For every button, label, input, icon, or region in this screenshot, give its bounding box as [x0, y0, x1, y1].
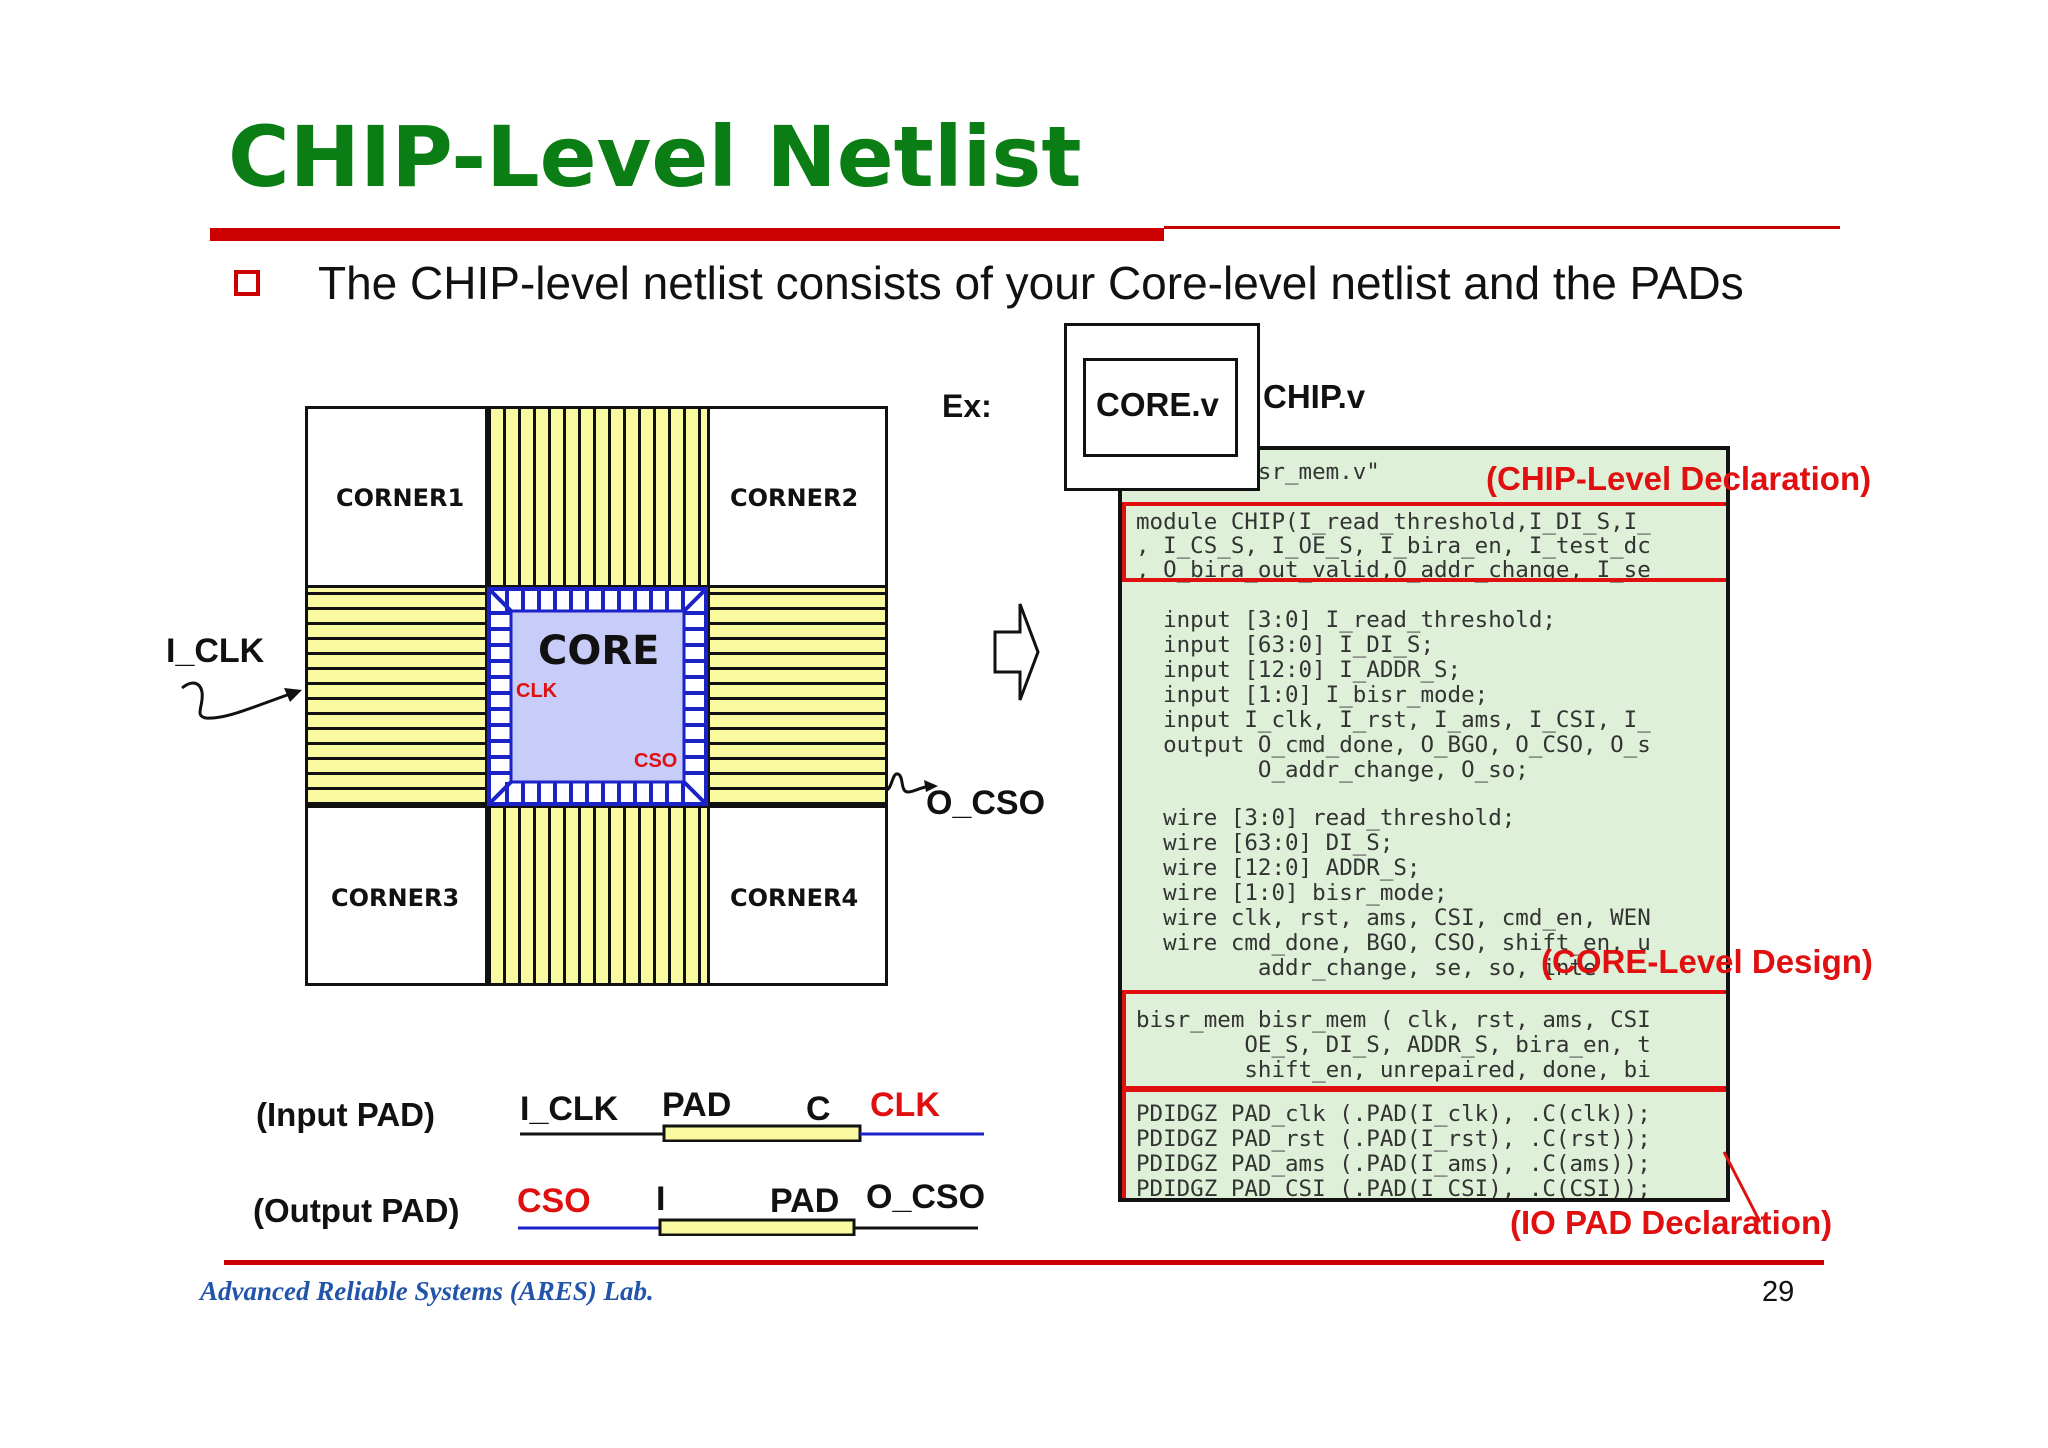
code-line: O_addr_change, O_so;: [1136, 757, 1529, 783]
core-v-label: CORE.v: [1096, 386, 1219, 423]
input-pad-in: I_CLK: [520, 1090, 619, 1128]
corner1-cell: [305, 406, 488, 588]
chip-decl-label: (CHIP-Level Declaration): [1486, 460, 1872, 497]
io-pad-highlight: [1122, 1088, 1726, 1198]
input-pad-name: PAD: [662, 1086, 732, 1124]
i-clk-label: I_CLK: [166, 632, 265, 670]
core-clk-label: CLK: [516, 680, 558, 702]
core-design-label: (CORE-Level Design): [1541, 943, 1873, 980]
slide-title: CHIP-Level Netlist: [228, 108, 1082, 206]
code-line: module CHIP(I_read_threshold,I_DI_S,I_: [1136, 509, 1651, 535]
chip-decl-highlight: [1122, 502, 1726, 582]
code-line: output O_cmd_done, O_BGO, O_CSO, O_s: [1136, 732, 1651, 758]
output-pad-label: (Output PAD): [253, 1192, 460, 1229]
code-line: addr_change, se, so, inte: [1136, 955, 1597, 981]
page-number: 29: [1762, 1276, 1795, 1308]
o-cso-arrow: [885, 772, 938, 794]
hollow-arrow-icon: [993, 603, 1040, 701]
code-line: wire [1:0] bisr_mode;: [1136, 880, 1448, 906]
output-pad-symbol: [518, 1218, 978, 1236]
code-line: OE_S, DI_S, ADDR_S, bira_en, t: [1136, 1032, 1651, 1058]
code-line: input [1:0] I_bisr_mode;: [1136, 682, 1489, 708]
bullet-text: The CHIP-level netlist consists of your …: [318, 257, 1744, 309]
code-line: input I_clk, I_rst, I_ams, I_CSI, I_: [1136, 707, 1651, 733]
input-pad-pin: C: [806, 1090, 831, 1128]
title-underline: [210, 228, 1164, 241]
corner2-cell: [707, 406, 888, 588]
output-pad-pin: I: [656, 1180, 666, 1218]
code-line: input [63:0] I_DI_S;: [1136, 632, 1435, 658]
code-line: wire [63:0] DI_S;: [1136, 830, 1394, 856]
bottom-pad-strip: [485, 805, 710, 986]
code-line: wire [3:0] read_threshold;: [1136, 805, 1516, 831]
io-pad-label: (IO PAD Declaration): [1510, 1204, 1833, 1241]
corner2-label: CORNER2: [730, 484, 859, 512]
input-pad-out: CLK: [870, 1086, 940, 1124]
core-design-highlight: [1122, 990, 1726, 1090]
code-line: wire cmd_done, BGO, CSO, shift_en, u: [1136, 930, 1651, 956]
output-pad-name: PAD: [770, 1182, 840, 1220]
o-cso-label: O_CSO: [926, 784, 1046, 822]
code-line: input [3:0] I_read_threshold;: [1136, 607, 1556, 633]
right-pad-strip: [707, 585, 888, 808]
io-pad-pointer: [1722, 1151, 1762, 1223]
code-line: , I_CS_S, I_OE_S, I_bira_en, I_test_dc: [1136, 533, 1651, 559]
code-line: input [12:0] I_ADDR_S;: [1136, 657, 1462, 683]
corner4-label: CORNER4: [730, 884, 859, 912]
corner3-label: CORNER3: [331, 884, 460, 912]
code-line: bisr_mem bisr_mem ( clk, rst, ams, CSI: [1136, 1007, 1651, 1033]
code-line: PDIDGZ PAD_CSI (.PAD(I_CSI), .C(CSI));: [1136, 1176, 1651, 1202]
left-pad-strip: [305, 585, 488, 808]
output-pad-in: CSO: [517, 1182, 591, 1220]
corner3-cell: [305, 805, 488, 986]
input-pad-label: (Input PAD): [256, 1096, 436, 1133]
top-pad-strip: [485, 406, 710, 588]
chip-v-code-panel: "bisr_mem.v" module CHIP(I_read_threshol…: [1118, 446, 1730, 1202]
corner4-cell: [707, 805, 888, 986]
code-line: PDIDGZ PAD_ams (.PAD(I_ams), .C(ams));: [1136, 1151, 1651, 1177]
corner1-label: CORNER1: [336, 484, 465, 512]
core-v-file-icon: [1083, 358, 1238, 457]
title-underline-thin: [1164, 226, 1840, 229]
code-line: wire [12:0] ADDR_S;: [1136, 855, 1421, 881]
code-line: PDIDGZ PAD_rst (.PAD(I_rst), .C(rst));: [1136, 1126, 1651, 1152]
footer-lab-name: Advanced Reliable Systems (ARES) Lab.: [200, 1276, 654, 1306]
footer-rule: [224, 1260, 1824, 1265]
input-pad-symbol: [520, 1124, 984, 1142]
code-line: PDIDGZ PAD_clk (.PAD(I_clk), .C(clk));: [1136, 1101, 1651, 1127]
ex-label: Ex:: [942, 388, 992, 424]
bullet-square-icon: [234, 270, 260, 296]
chip-v-label: CHIP.v: [1263, 378, 1366, 415]
i-clk-arrow: [181, 681, 302, 720]
output-pad-out: O_CSO: [866, 1178, 986, 1216]
code-line: wire clk, rst, ams, CSI, cmd_en, WEN: [1136, 905, 1651, 931]
core-ring: [487, 587, 708, 806]
core-cso-label: CSO: [634, 750, 678, 772]
code-line: shift_en, unrepaired, done, bi: [1136, 1057, 1651, 1083]
core-label: CORE: [538, 628, 660, 674]
